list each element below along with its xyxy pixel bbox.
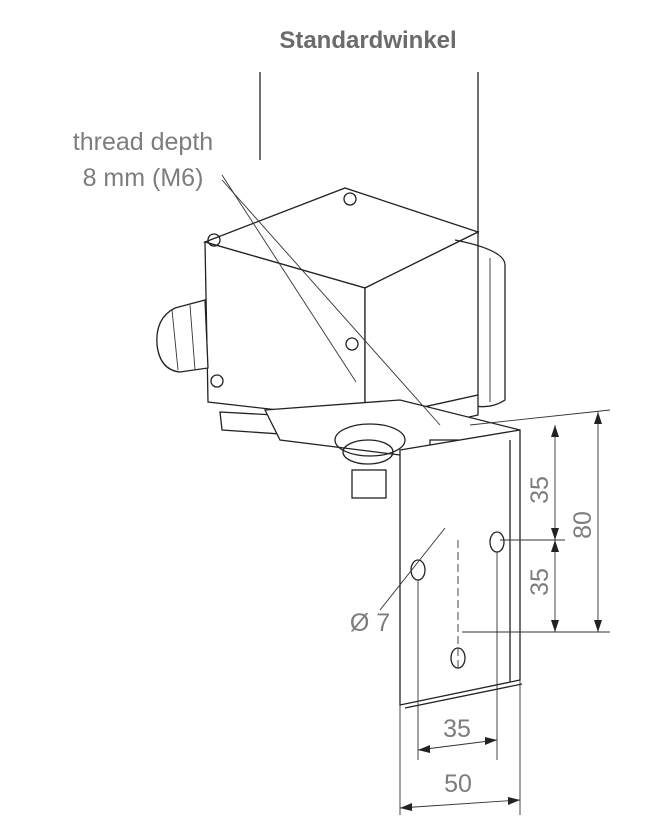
dim-total-80: 80 xyxy=(569,511,597,539)
cable-gland xyxy=(156,299,209,373)
dim-width-50: 50 xyxy=(444,770,472,798)
horizontal-dimensions xyxy=(399,552,521,815)
drawing-title: Standardwinkel xyxy=(279,27,456,54)
hole-diameter-label: Ø 7 xyxy=(350,609,390,637)
dim-upper-35: 35 xyxy=(526,476,554,504)
dim-lower-35: 35 xyxy=(526,568,554,596)
mounting-pipe xyxy=(259,72,479,235)
thread-size-label: 8 mm (M6) xyxy=(83,164,204,192)
housing-box xyxy=(202,187,506,421)
vertical-dimensions xyxy=(462,409,611,633)
thread-depth-label: thread depth xyxy=(73,128,213,156)
dim-hole-spacing-35: 35 xyxy=(443,715,471,743)
leader-lines xyxy=(221,174,446,611)
